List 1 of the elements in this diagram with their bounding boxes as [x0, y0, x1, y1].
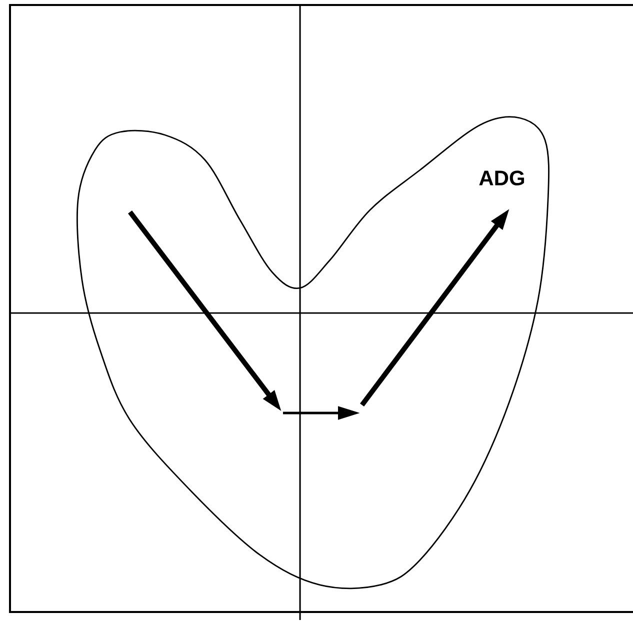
axis-label: ADG	[479, 170, 524, 186]
